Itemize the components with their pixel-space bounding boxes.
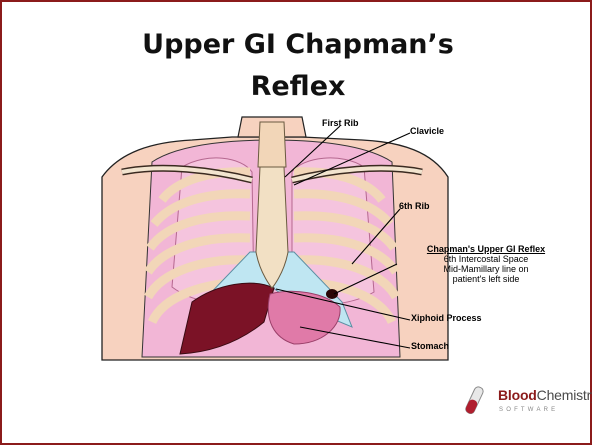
logo-blood-text: Blood xyxy=(498,387,537,403)
test-tube-icon xyxy=(464,386,484,415)
reflex-note: Chapman's Upper GI Reflex 6th Intercosta… xyxy=(397,244,575,284)
label-stomach: Stomach xyxy=(411,341,449,351)
reflex-note-heading: Chapman's Upper GI Reflex xyxy=(397,244,575,254)
reflex-note-line-3: patient's left side xyxy=(397,274,575,284)
label-xiphoid-process: Xiphoid Process xyxy=(411,313,482,323)
label-clavicle: Clavicle xyxy=(410,126,444,136)
logo-chemistry-text: Chemistry xyxy=(537,387,592,403)
reflex-note-line-1: 6th Intercostal Space xyxy=(397,254,575,264)
logo-wordmark: BloodChemistry xyxy=(498,387,592,403)
cervical-spine xyxy=(258,122,286,167)
logo-software-text: SOFTWARE xyxy=(499,407,558,413)
reflex-point xyxy=(326,289,338,299)
label-sixth-rib: 6th Rib xyxy=(399,201,430,211)
label-first-rib: First Rib xyxy=(322,118,359,128)
reflex-note-line-2: Mid-Mamillary line on xyxy=(397,264,575,274)
